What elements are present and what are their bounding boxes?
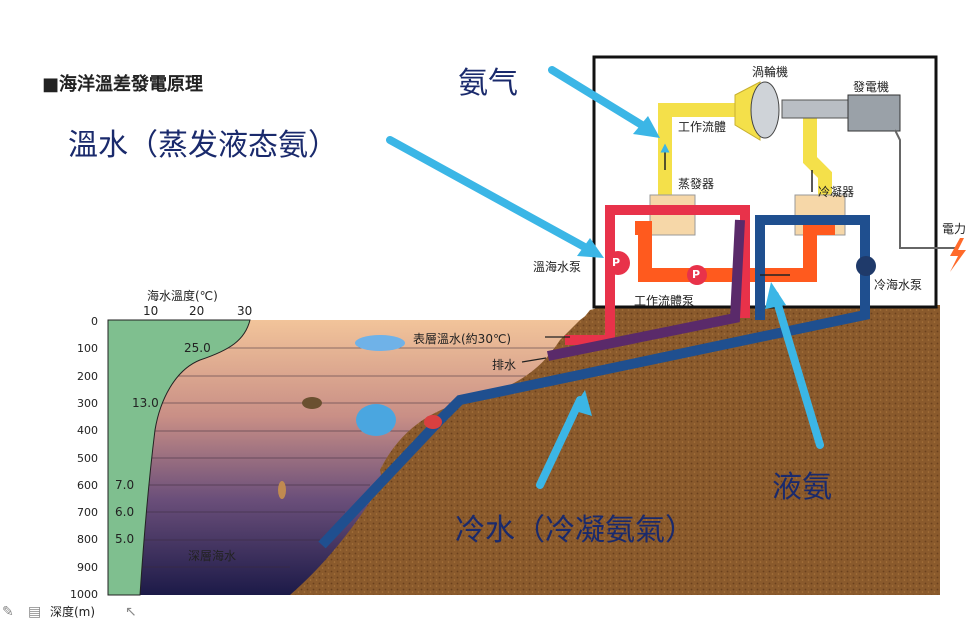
- temperature-profile: [107, 319, 251, 596]
- temp-value: 13.0: [132, 396, 159, 410]
- diagram-title: ■海洋溫差發電原理: [42, 74, 204, 95]
- turbine-label: 渦輪機: [752, 65, 789, 79]
- fluid-pump-icon: [687, 265, 707, 285]
- depth-tick: 700: [77, 506, 98, 520]
- pen-icon[interactable]: ✎: [2, 604, 14, 620]
- depth-tick: 100: [77, 342, 98, 356]
- warm-water-pipe: [565, 205, 750, 345]
- crab-icon: [424, 415, 442, 429]
- temp-value: 25.0: [184, 341, 211, 355]
- slide-toolbar: ✎ ▤ ↖: [0, 600, 160, 627]
- temp-value: 6.0: [115, 505, 135, 519]
- temp-value: 7.0: [115, 478, 135, 492]
- slides-icon[interactable]: ▤: [28, 604, 42, 620]
- temp-tick: 10: [143, 304, 159, 318]
- seahorse-icon: [278, 481, 286, 499]
- depth-tick: 400: [77, 424, 98, 438]
- annotation-ammonia-gas: 氨气: [458, 66, 518, 101]
- depth-tick: 200: [77, 369, 98, 383]
- temp-axis-label: 海水溫度(℃): [147, 289, 218, 303]
- cold-pump-label: 冷海水泵: [874, 278, 923, 292]
- temp-value: 5.0: [115, 532, 135, 546]
- dolphin-icon: [355, 335, 405, 351]
- annotation-arrows: [386, 66, 824, 489]
- warm-pump-icon: [606, 251, 630, 275]
- depth-tick: 800: [77, 533, 98, 547]
- fluid-pump-symbol: P: [692, 268, 701, 281]
- depth-tick: 600: [77, 478, 98, 492]
- fish-icon: [356, 404, 396, 436]
- generator: [847, 94, 901, 132]
- power-label: 電力: [942, 222, 967, 236]
- depth-tick: 1000: [70, 588, 98, 601]
- evaporator-label: 蒸發器: [678, 177, 715, 191]
- depth-tick: 500: [77, 451, 98, 465]
- discharge-label: 排水: [492, 358, 517, 372]
- discharge-pipe: [547, 219, 745, 361]
- deep-water-label: 深層海水: [188, 549, 237, 563]
- depth-tick: 900: [77, 560, 98, 574]
- temp-tick: 20: [189, 304, 205, 318]
- turtle-icon: [302, 397, 322, 409]
- generator-label: 發電機: [853, 80, 890, 94]
- seabed-slope: [290, 305, 620, 595]
- lightning-icon: [950, 238, 966, 272]
- annotation-arrowheads: [572, 116, 786, 416]
- fluid-pump-label: 工作流體泵: [634, 294, 695, 308]
- depth-tick: 300: [77, 396, 98, 410]
- condenser-label: 冷凝器: [818, 185, 855, 199]
- discharge-arrow: [521, 357, 547, 363]
- warm-pump-label: 溫海水泵: [533, 260, 582, 274]
- warm-pump-symbol: P: [612, 256, 621, 269]
- pointer-icon[interactable]: ↖: [125, 604, 137, 620]
- depth-axis-label: 深度(m): [50, 605, 96, 619]
- annotation-liquid-ammonia: 液氨: [772, 470, 832, 505]
- power-cable: [894, 129, 955, 249]
- turbine: [734, 81, 853, 141]
- depth-tick: 0: [91, 315, 98, 328]
- annotation-warm-water: 溫水（蒸发液态氨）: [68, 128, 338, 163]
- surface-water-label: 表層溫水(約30℃): [413, 332, 512, 346]
- cold-pump-icon: [856, 256, 876, 276]
- working-fluid-label: 工作流體: [678, 120, 727, 134]
- temp-tick: 30: [237, 304, 253, 318]
- annotation-cold-water: 冷水（冷凝氨氣）: [455, 513, 695, 548]
- fluid-loop: [635, 221, 835, 282]
